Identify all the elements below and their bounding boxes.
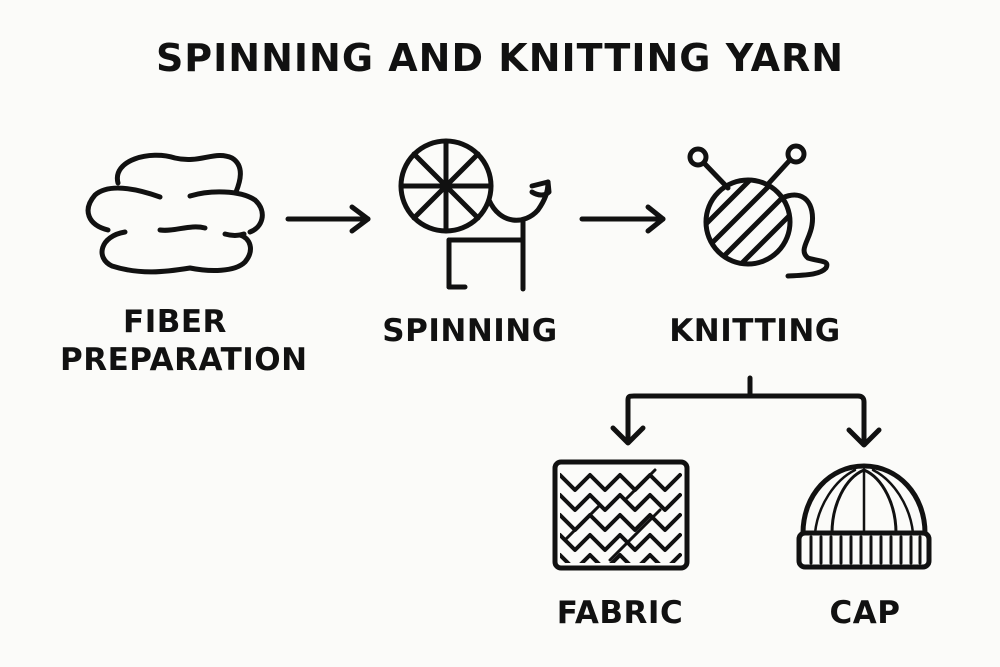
step-label-knitting: KNITTING — [669, 313, 841, 349]
knitted-fabric-icon — [552, 459, 690, 571]
step-label-fiber-preparation: FIBER PREPARATION — [60, 303, 308, 379]
fiber-cloud-icon — [85, 152, 265, 275]
knit-cap-icon — [796, 463, 932, 570]
output-label-cap: CAP — [829, 595, 901, 631]
yarn-ball-needles-icon — [687, 143, 830, 279]
branch-connector — [610, 375, 882, 448]
label-line-2: PREPARATION — [60, 342, 308, 378]
arrow-spinning-to-knitting — [579, 204, 666, 234]
diagram-title: SPINNING AND KNITTING YARN — [155, 36, 845, 80]
spinning-wheel-icon — [398, 138, 552, 292]
arrow-fiber-to-spinning — [285, 204, 371, 234]
label-line-1: FIBER — [123, 304, 227, 340]
step-label-spinning: SPINNING — [382, 313, 558, 349]
output-label-fabric: FABRIC — [556, 595, 684, 631]
